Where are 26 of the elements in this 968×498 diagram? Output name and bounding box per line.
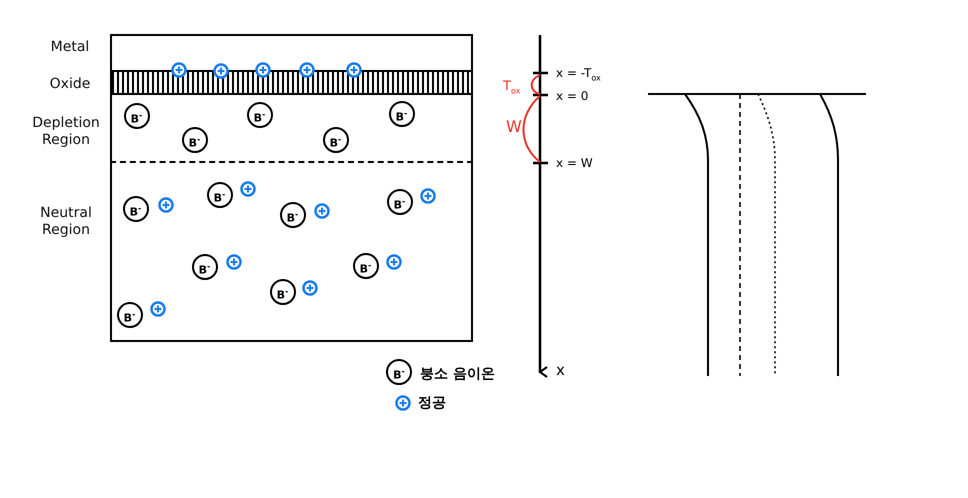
boron-ion: B$^{-}$ — [322, 126, 348, 152]
region-label: Depletion Region — [31, 115, 101, 149]
boron-ion: B$^{-}$ — [270, 278, 296, 304]
boron-ion: B$^{-}$ — [352, 252, 378, 278]
boron-ion: B$^{-}$ — [116, 302, 142, 328]
position-label: x = 0 — [556, 89, 588, 104]
position-label: x = -T$_{ox}$ — [556, 66, 601, 84]
legend-text: 붕소 음이온 — [420, 366, 495, 383]
axis-label: x — [556, 361, 565, 379]
legend-text: 정공 — [418, 395, 446, 412]
region-label: Neutral Region — [39, 205, 93, 239]
legend-ion-symbol: B$^{-}$ — [386, 359, 412, 385]
boron-ion: B$^{-}$ — [124, 102, 150, 128]
region-label: Oxide — [48, 76, 92, 93]
boron-ion: B$^{-}$ — [182, 126, 208, 152]
position-label: x = W — [556, 156, 593, 171]
boron-ion: B$^{-}$ — [386, 188, 412, 214]
width-label: W — [506, 117, 522, 136]
region-label: Metal — [50, 39, 90, 56]
thickness-label: T$_{ox}$ — [503, 79, 520, 98]
boron-ion: B$^{-}$ — [388, 100, 414, 126]
boron-ion: B$^{-}$ — [122, 196, 148, 222]
boron-ion: B$^{-}$ — [192, 254, 218, 280]
boron-ion: B$^{-}$ — [246, 102, 272, 128]
boron-ion: B$^{-}$ — [280, 202, 306, 228]
boron-ion: B$^{-}$ — [206, 182, 232, 208]
